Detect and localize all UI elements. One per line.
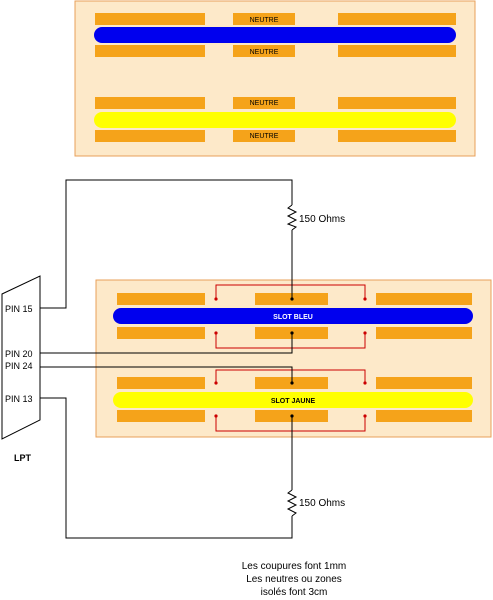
resistor-bottom (286, 489, 298, 517)
neutre-label: NEUTRE (250, 133, 279, 140)
neutral-pad (233, 130, 295, 142)
blue-slot-top (94, 27, 456, 43)
solder-dots (214, 297, 367, 418)
pin13-label: PIN 13 (5, 394, 33, 404)
contact-strip (376, 293, 472, 305)
contact-strip (95, 13, 205, 25)
note-line-3: isolés font 3cm (261, 587, 328, 598)
note-line-2: Les neutres ou zones (246, 574, 342, 585)
neutre-label: NEUTRE (250, 17, 279, 24)
blue-slot (113, 308, 473, 324)
pin20-label: PIN 20 (5, 349, 33, 359)
lpt-connector (1, 275, 41, 440)
neutral-pad (233, 13, 295, 25)
contact-strip (117, 293, 205, 305)
contact-strip (95, 97, 205, 109)
jumper-wires (215, 284, 366, 432)
slot-bleu-label: SLOT BLEU (273, 314, 313, 321)
resistor-top-label: 150 Ohms (299, 214, 345, 225)
yellow-slot-top (94, 112, 456, 128)
pin24-label: PIN 24 (5, 361, 33, 371)
neutral-pad (233, 97, 295, 109)
contact-strip (338, 97, 456, 109)
contact-strip (95, 130, 205, 142)
resistor-top (286, 204, 298, 231)
black-wires (40, 179, 293, 539)
contact-strip (117, 410, 205, 422)
wire-dots (290, 297, 294, 418)
contact-strip (376, 377, 472, 389)
contact-strip (95, 45, 205, 57)
slot-jaune-label: SLOT JAUNE (271, 398, 316, 405)
resistor-bottom-label: 150 Ohms (299, 498, 345, 509)
contact-strip (338, 130, 456, 142)
pin15-label: PIN 15 (5, 304, 33, 314)
neutre-label: NEUTRE (250, 49, 279, 56)
neutre-label: NEUTRE (250, 100, 279, 107)
contact-strip (376, 327, 472, 339)
contact-strip (376, 410, 472, 422)
neutral-pad (233, 45, 295, 57)
note-line-1: Les coupures font 1mm (242, 561, 347, 572)
contact-strip (117, 327, 205, 339)
contact-strip (338, 45, 456, 57)
contact-strip (338, 13, 456, 25)
contact-strip (117, 377, 205, 389)
yellow-slot (113, 392, 473, 408)
lpt-label: LPT (14, 453, 32, 463)
